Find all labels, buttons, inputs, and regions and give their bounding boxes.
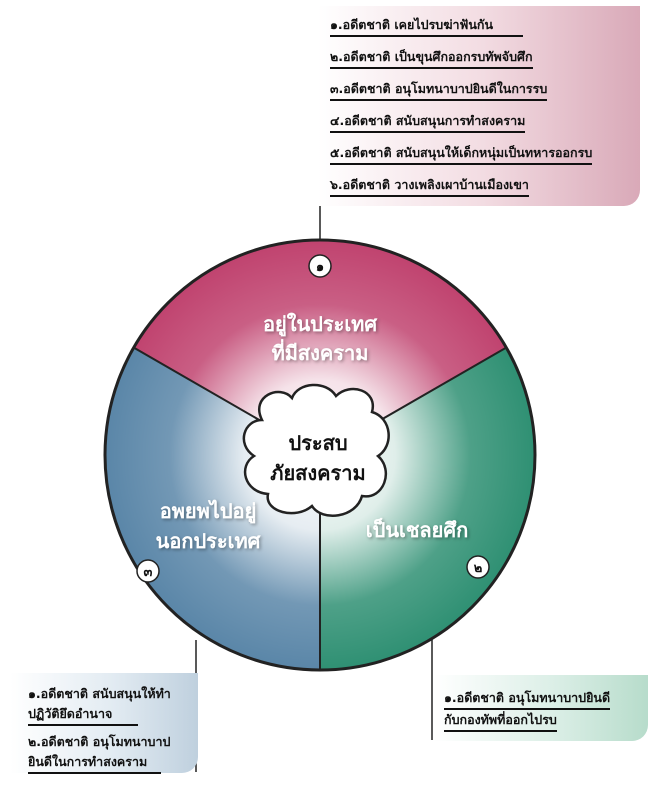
detail-right-1-b-rule	[444, 730, 557, 732]
detail-top-5-text: ๕.อดีตชาติ สนับสนุนให้เด็กหนุ่มเป็นทหารอ…	[330, 145, 593, 160]
detail-left-1-a: ๑.อดีตชาติ สนับสนุนให้ทำ	[28, 685, 171, 702]
badge-2-circle	[466, 555, 490, 579]
detail-top-4-text: ๔.อดีตชาติ สนับสนุนการทำสงคราม	[330, 113, 526, 128]
detail-box-top: ๑.อดีตชาติ เคยไปรบฆ่าฟันกัน ๒.อดีตชาติ เ…	[318, 6, 640, 206]
detail-left-1-a-text: ๑.อดีตชาติ สนับสนุนให้ทำ	[28, 686, 171, 701]
segment-1-label-1: อยู่ในประเทศ	[263, 312, 378, 338]
detail-top-3-text: ๓.อดีตชาติ อนุโมทนาบาปยินดีในการรบ	[330, 81, 548, 96]
detail-top-4: ๔.อดีตชาติ สนับสนุนการทำสงคราม	[330, 112, 526, 133]
detail-right-1-a-rule	[444, 708, 611, 710]
detail-top-3: ๓.อดีตชาติ อนุโมทนาบาปยินดีในการรบ	[330, 80, 548, 101]
outer-ring	[103, 238, 537, 672]
segment-3-label-1: อพยพไปอยู่	[160, 499, 257, 525]
detail-right-1-b: กับกองทัพที่ออกไปรบ	[444, 711, 557, 732]
badge-1-number: ๑	[316, 260, 324, 275]
detail-top-1: ๑.อดีตชาติ เคยไปรบฆ่าฟันกัน	[330, 16, 524, 37]
segment-1-label-2: ที่มีสงคราม	[272, 338, 369, 365]
detail-right-1-a-text: ๑.อดีตชาติ อนุโมทนาบาปยินดี	[444, 690, 611, 705]
detail-box-right: ๑.อดีตชาติ อนุโมทนาบาปยินดี กับกองทัพที่…	[434, 675, 648, 741]
detail-top-1-text: ๑.อดีตชาติ เคยไปรบฆ่าฟันกัน	[330, 17, 494, 32]
detail-top-6-rule	[330, 195, 529, 197]
badge-3-number: ๓	[144, 565, 153, 580]
detail-left-1-b-text: ปฏิวัติยึดอำนาจ	[28, 706, 113, 721]
detail-top-5: ๕.อดีตชาติ สนับสนุนให้เด็กหนุ่มเป็นทหารอ…	[330, 144, 593, 165]
detail-top-1-rule	[330, 35, 524, 37]
detail-left-2-a-text: ๒.อดีตชาติ อนุโมทนาบาป	[28, 734, 171, 749]
detail-top-2: ๒.อดีตชาติ เป็นขุนศึกออกรบทัพจับศึก	[330, 48, 533, 69]
detail-right-1-b-text: กับกองทัพที่ออกไปรบ	[444, 712, 557, 727]
center-line-1: ประสบ	[288, 431, 347, 455]
center-cloud	[242, 383, 390, 517]
badge-1-circle	[308, 254, 332, 278]
detail-top-5-rule	[330, 163, 593, 165]
badge-2-number: ๒	[474, 561, 483, 576]
detail-top-2-rule	[330, 67, 533, 69]
badge-3-circle	[136, 559, 160, 583]
segment-3-label-2: นอกประเทศ	[156, 529, 262, 553]
detail-box-left: ๑.อดีตชาติ สนับสนุนให้ทำ ปฏิวัติยึดอำนาจ…	[10, 673, 198, 774]
detail-left-2-b: ยินดีในการทำสงคราม	[28, 753, 162, 774]
detail-left-1-b: ปฏิวัติยึดอำนาจ	[28, 705, 139, 726]
detail-top-6-text: ๖.อดีตชาติ วางเพลิงเผาบ้านเมืองเขา	[330, 177, 529, 192]
detail-top-2-text: ๒.อดีตชาติ เป็นขุนศึกออกรบทัพจับศึก	[330, 49, 533, 64]
detail-top-4-rule	[330, 131, 526, 133]
detail-left-2-b-text: ยินดีในการทำสงคราม	[28, 754, 148, 769]
detail-top-3-rule	[330, 99, 548, 101]
detail-left-2-a: ๒.อดีตชาติ อนุโมทนาบาป	[28, 733, 170, 750]
detail-top-6: ๖.อดีตชาติ วางเพลิงเผาบ้านเมืองเขา	[330, 176, 529, 197]
detail-left-1-b-rule	[28, 724, 139, 726]
center-line-2: ภัยสงคราม	[270, 461, 365, 485]
segment-2-label-1: เป็นเชลยศึก	[366, 517, 468, 542]
detail-left-2-b-rule	[28, 772, 162, 774]
detail-right-1-a: ๑.อดีตชาติ อนุโมทนาบาปยินดี	[444, 689, 611, 710]
